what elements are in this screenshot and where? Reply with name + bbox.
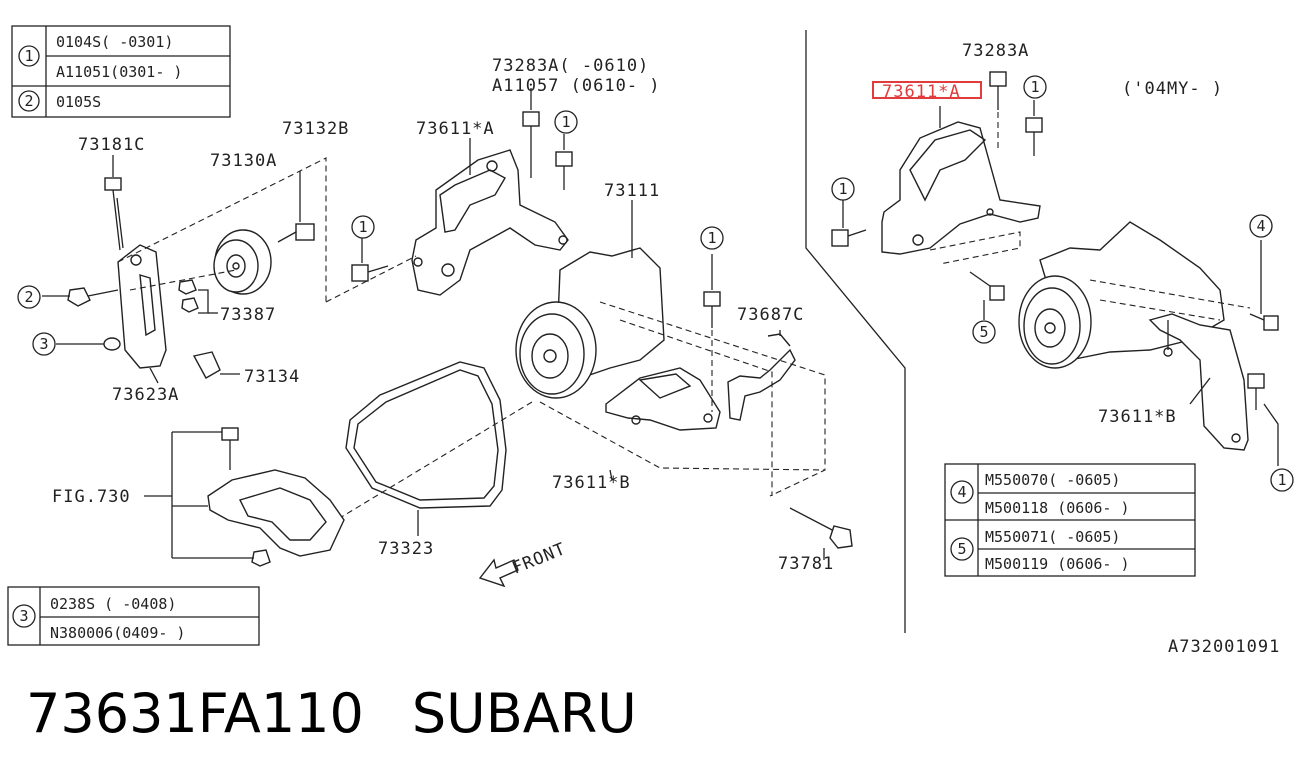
legend-num-3: 3 xyxy=(19,607,28,625)
label-73687c: 73687C xyxy=(737,305,804,325)
legend-num-4: 4 xyxy=(957,483,966,501)
marker-1: 1 xyxy=(838,180,847,198)
marker-3: 3 xyxy=(39,335,48,353)
label-73111: 73111 xyxy=(604,181,660,201)
legend-1-row-2: A11051(0301- ) xyxy=(56,63,182,81)
label-73323: 73323 xyxy=(378,539,434,559)
marker-2: 2 xyxy=(24,288,33,306)
legend-1-row-1: 0104S( -0301) xyxy=(56,33,173,51)
label-73611a-left: 73611*A xyxy=(416,119,495,139)
marker-1: 1 xyxy=(1277,471,1286,489)
drive-belt xyxy=(345,361,507,536)
label-04my: ('04MY- ) xyxy=(1122,79,1223,99)
compressor-right xyxy=(1018,221,1279,466)
circled-markers: 1 1 1 2 3 1 1 4 5 1 xyxy=(17,75,1294,492)
part-number: 73631FA110 xyxy=(26,682,364,745)
marker-4: 4 xyxy=(1256,217,1265,235)
front-arrow: FRONT xyxy=(478,539,569,588)
highlighted-part-73611a[interactable]: 73611*A xyxy=(872,81,982,102)
bracket-73611a-right xyxy=(831,71,1043,320)
label-73611a-right: 73611*A xyxy=(882,82,961,102)
tensioner-assembly xyxy=(42,155,327,384)
label-73623a: 73623A xyxy=(112,385,179,405)
marker-1: 1 xyxy=(561,113,570,131)
marker-1: 1 xyxy=(358,218,367,236)
bracket-73611a-left xyxy=(325,88,573,303)
legend-num-5: 5 xyxy=(957,540,966,558)
label-diagram-code: A732001091 xyxy=(1168,637,1280,657)
legend-2-row-1: 0105S xyxy=(56,93,101,111)
marker-1: 1 xyxy=(1030,78,1039,96)
label-73283a-left: 73283A( -0610) xyxy=(492,56,649,76)
legend-3-row-1: 0238S ( -0408) xyxy=(50,595,176,613)
legend-num-2: 2 xyxy=(24,92,33,110)
cover-fig730 xyxy=(144,427,345,567)
marker-5: 5 xyxy=(979,323,988,341)
label-73611b-right: 73611*B xyxy=(1098,407,1177,427)
callout-labels: 73181C 73132B 73130A 73387 73134 73623A … xyxy=(52,41,1280,657)
highlight-box xyxy=(872,81,982,99)
part-caption: 73631FA110 SUBARU xyxy=(26,682,637,745)
label-73134: 73134 xyxy=(244,367,300,387)
section-divider xyxy=(805,30,906,633)
label-73132b: 73132B xyxy=(282,119,349,139)
label-73283a-right: 73283A xyxy=(962,41,1029,61)
label-73781: 73781 xyxy=(778,554,834,574)
label-fig730: FIG.730 xyxy=(52,487,131,507)
legend-num-1: 1 xyxy=(24,47,33,65)
legend-5-row-1: M550071( -0605) xyxy=(985,528,1120,546)
legend-4-row-1: M550070( -0605) xyxy=(985,471,1120,489)
legend-table-4-5: 4 M550070( -0605) M500118 (0606- ) 5 M55… xyxy=(944,463,1196,577)
legend-table-3: 3 0238S ( -0408) N380006(0409- ) xyxy=(7,586,260,646)
label-a11057: A11057 (0610- ) xyxy=(492,76,661,96)
label-73130a: 73130A xyxy=(210,151,277,171)
legend-5-row-2: M500119 (0606- ) xyxy=(985,555,1130,573)
label-73611b-left: 73611*B xyxy=(552,473,631,493)
front-label: FRONT xyxy=(509,539,569,579)
legend-table-1-2: 1 0104S( -0301) A11051(0301- ) 2 0105S xyxy=(11,25,231,118)
legend-3-row-2: N380006(0409- ) xyxy=(50,624,185,642)
marker-1: 1 xyxy=(707,229,716,247)
label-73181c: 73181C xyxy=(78,135,145,155)
compressor-left xyxy=(289,200,853,560)
legend-4-row-2: M500118 (0606- ) xyxy=(985,499,1130,517)
label-73387: 73387 xyxy=(220,305,276,325)
brand-name: SUBARU xyxy=(411,682,637,745)
